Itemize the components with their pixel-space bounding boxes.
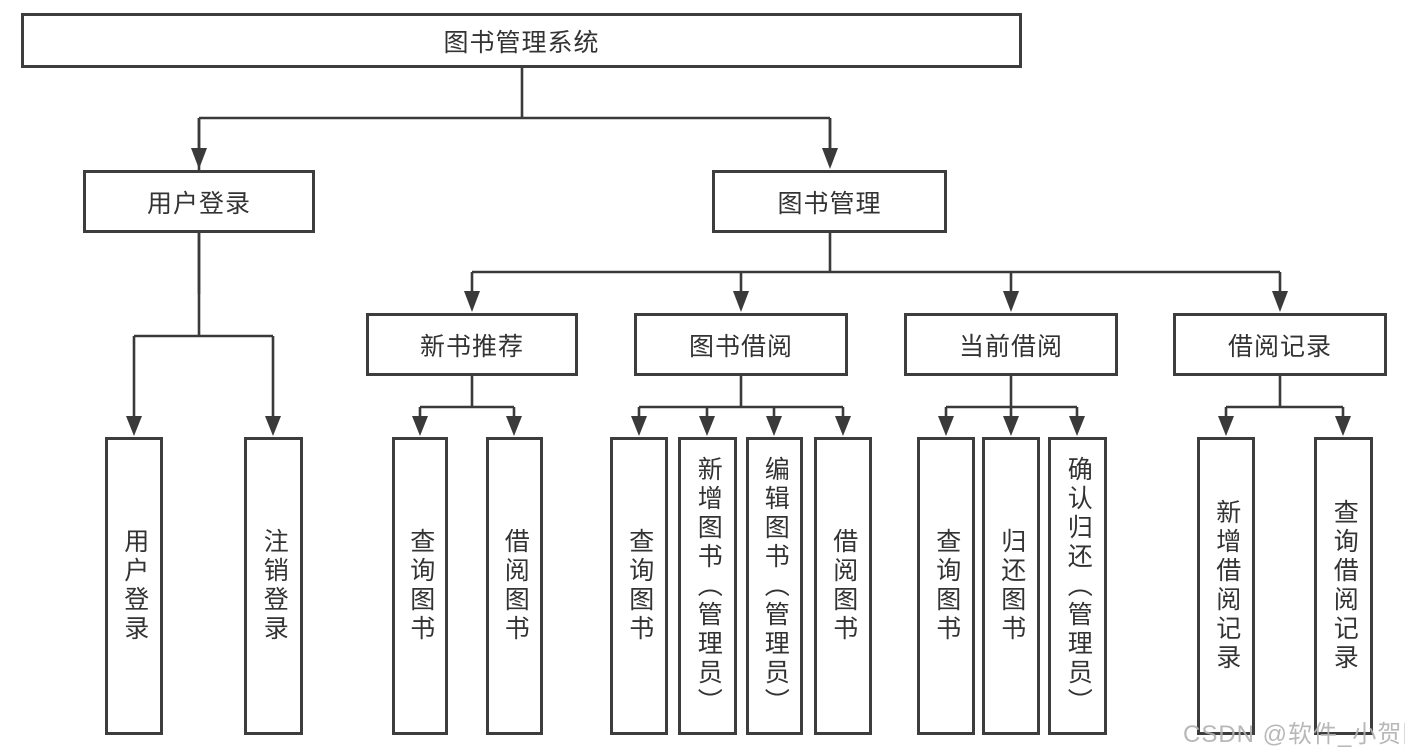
node-borrow-records: 借阅记录	[1173, 313, 1387, 376]
leaf-add-borrow-record: 新增借阅记录	[1197, 437, 1255, 735]
leaf-add-books-admin: 新增图书（管理员）	[678, 437, 737, 735]
node-user-login: 用户登录	[83, 170, 315, 233]
node-current-borrow-label: 当前借阅	[958, 332, 1063, 361]
csdn-watermark: CSDN @软件_小贺同学	[1183, 721, 1405, 747]
node-book-management: 图书管理	[712, 170, 947, 233]
leaf-query-books-1-label: 查询图书	[406, 528, 435, 644]
leaf-logout-label: 注销登录	[260, 528, 289, 644]
node-current-borrow: 当前借阅	[904, 313, 1118, 376]
leaf-query-books-1: 查询图书	[392, 437, 448, 735]
leaf-borrow-books-2-label: 借阅图书	[829, 528, 858, 644]
arrowhead-group	[126, 148, 1351, 436]
leaf-borrow-books-1-label: 借阅图书	[501, 528, 530, 644]
leaf-query-books-2: 查询图书	[610, 437, 668, 735]
leaf-return-books: 归还图书	[982, 437, 1040, 735]
leaf-query-books-2-label: 查询图书	[625, 528, 654, 644]
leaf-add-books-admin-label: 新增图书（管理员）	[694, 455, 723, 717]
node-new-book-recommend: 新书推荐	[366, 313, 578, 376]
leaf-query-borrow-record-label: 查询借阅记录	[1330, 499, 1359, 673]
leaf-query-borrow-record: 查询借阅记录	[1314, 437, 1373, 735]
node-book-borrow: 图书借阅	[634, 313, 848, 376]
leaf-borrow-books-2: 借阅图书	[814, 437, 872, 735]
leaf-add-borrow-record-label: 新增借阅记录	[1212, 499, 1241, 673]
leaf-edit-books-admin: 编辑图书（管理员）	[746, 437, 803, 735]
leaf-borrow-books-1: 借阅图书	[486, 437, 543, 735]
node-root-label: 图书管理系统	[443, 28, 600, 57]
leaf-query-books-3: 查询图书	[917, 437, 975, 735]
node-new-book-recommend-label: 新书推荐	[419, 332, 524, 361]
node-borrow-records-label: 借阅记录	[1227, 332, 1332, 361]
leaf-return-books-label: 归还图书	[997, 528, 1026, 644]
leaf-user-login: 用户登录	[105, 437, 163, 735]
leaf-user-login-label: 用户登录	[120, 528, 149, 644]
leaf-confirm-return-admin: 确认归还（管理员）	[1048, 437, 1107, 735]
leaf-query-books-3-label: 查询图书	[932, 528, 961, 644]
leaf-edit-books-admin-label: 编辑图书（管理员）	[761, 455, 790, 717]
node-book-management-label: 图书管理	[777, 189, 882, 218]
leaf-logout: 注销登录	[244, 437, 303, 735]
leaf-confirm-return-admin-label: 确认归还（管理员）	[1064, 455, 1093, 717]
node-book-borrow-label: 图书借阅	[688, 332, 793, 361]
node-root: 图书管理系统	[21, 13, 1022, 68]
node-user-login-label: 用户登录	[146, 189, 251, 218]
